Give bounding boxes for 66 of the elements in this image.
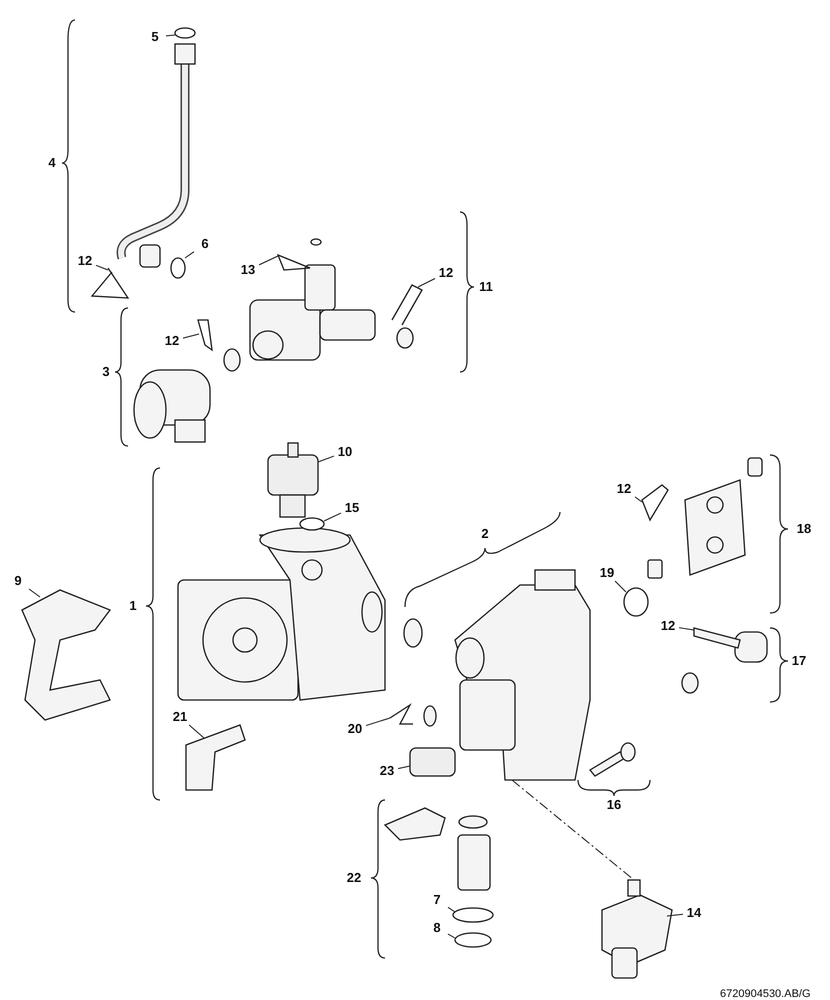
callout-number: 4 — [47, 155, 57, 171]
leader-line — [28, 588, 40, 598]
dash-dot-line — [512, 780, 634, 880]
leader-line — [678, 627, 694, 630]
callout-number: 12 — [435, 265, 457, 281]
leader-line — [258, 256, 278, 266]
plug-drawing — [693, 627, 768, 663]
callout-number: 20 — [344, 721, 366, 737]
callout-number: 21 — [169, 709, 191, 725]
clip-drawing — [641, 484, 669, 522]
callout-number: 3 — [101, 364, 111, 380]
drain-valve-drawing — [409, 747, 456, 777]
callout-number: 10 — [334, 444, 356, 460]
callout-number: 9 — [7, 573, 29, 589]
callout-number: 14 — [683, 905, 705, 921]
clip-drawing — [197, 319, 213, 352]
callout-number: 19 — [596, 565, 618, 581]
callout-number: 13 — [237, 262, 259, 278]
motor-drawing — [601, 879, 673, 979]
leader-line — [96, 264, 108, 270]
leader-line — [318, 456, 334, 462]
air-vent-drawing — [267, 442, 319, 518]
callout-number: 6 — [194, 236, 216, 252]
leader-line — [448, 906, 456, 912]
leader-line — [666, 914, 684, 916]
leader-line — [184, 251, 194, 258]
service-tool-drawing — [185, 724, 246, 791]
callout-number: 12 — [74, 253, 96, 269]
leader-line — [448, 934, 456, 938]
leader-line — [324, 512, 342, 522]
leader-line — [614, 580, 626, 592]
callout-number: 15 — [341, 500, 363, 516]
seal-ring-drawing — [170, 257, 186, 279]
callout-number: 2 — [480, 526, 490, 542]
callout-number: 11 — [478, 279, 494, 295]
clip-drawing — [391, 284, 423, 326]
callout-number: 12 — [657, 618, 679, 634]
leader-line — [398, 766, 410, 770]
leader-line — [182, 334, 200, 339]
drawing-number: 6720904530.AB/G — [720, 988, 811, 1000]
callout-number: 12 — [161, 333, 183, 349]
mounting-bracket-drawing — [21, 589, 112, 721]
seal-ring-drawing — [623, 587, 649, 617]
callout-number: 23 — [376, 763, 398, 779]
leader-line — [366, 718, 390, 726]
callout-number: 16 — [606, 797, 622, 813]
callout-number: 8 — [426, 920, 448, 936]
seal-ring-drawing — [174, 27, 196, 39]
clip-drawing — [90, 268, 130, 299]
callout-number: 1 — [128, 598, 138, 614]
circlip-drawing — [452, 907, 494, 923]
callout-number: 12 — [613, 481, 635, 497]
leader-line — [634, 496, 642, 502]
seal-ring-drawing — [299, 517, 325, 531]
clip-drawing — [390, 703, 413, 725]
leader-line — [418, 278, 436, 288]
callout-number: 18 — [796, 521, 812, 537]
callout-number: 7 — [426, 892, 448, 908]
clip-drawing — [276, 254, 311, 271]
leader-line — [188, 724, 204, 738]
valve-body-drawing — [454, 569, 591, 781]
callout-number: 22 — [346, 870, 362, 886]
callout-number: 5 — [144, 29, 166, 45]
seal-ring-drawing — [454, 932, 492, 948]
leader-line — [166, 34, 176, 36]
callout-number: 17 — [790, 653, 808, 669]
